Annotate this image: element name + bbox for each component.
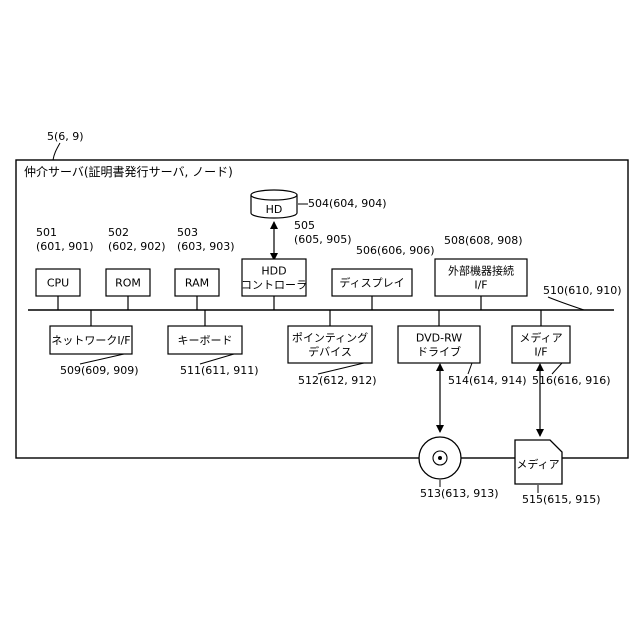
- component-netif: ネットワークI/F: [50, 326, 132, 354]
- component-ram: RAM: [175, 269, 219, 296]
- component-netif-label-0: ネットワークI/F: [51, 334, 130, 347]
- component-ram-ref-0: 503: [177, 226, 198, 239]
- component-hdd: HDDコントローラ: [241, 259, 307, 296]
- media-card-icon: メディア: [515, 440, 562, 484]
- component-rom-label-0: ROM: [115, 277, 141, 290]
- component-pointing-ref-leader: [318, 363, 364, 374]
- hd-label: HD: [266, 203, 283, 216]
- component-media-if-label-0: メディア: [519, 331, 562, 345]
- component-media-if: メディアI/F: [512, 326, 570, 363]
- component-pointing-label-1: デバイス: [308, 345, 352, 359]
- component-keyboard-label-0: キーボード: [178, 334, 233, 347]
- component-keyboard: キーボード: [168, 326, 242, 354]
- component-rom-ref-0: 502: [108, 226, 129, 239]
- component-keyboard-ref-leader: [200, 354, 234, 364]
- enclosure-title: 仲介サーバ(証明書発行サーバ, ノード): [24, 165, 233, 179]
- component-netif-ref-leader: [80, 354, 124, 364]
- component-hdd-ref-0: 505: [294, 219, 315, 232]
- bus-ref-leader: [548, 297, 584, 310]
- component-cpu-ref-0: 501: [36, 226, 57, 239]
- disc-icon: [419, 437, 461, 479]
- component-extif-ref-0: 508(608, 908): [444, 234, 523, 247]
- component-display-label-0: ディスプレイ: [339, 276, 404, 290]
- upper-components: CPU501(601, 901)ROM502(602, 902)RAM503(6…: [36, 219, 527, 310]
- component-media-if-ref: 516(616, 916): [532, 374, 611, 387]
- component-ram-label-0: RAM: [185, 277, 209, 290]
- lower-components: ネットワークI/F 509(609, 909) キーボード 511(611, 911)…: [50, 310, 611, 387]
- bus-ref-label: 510(610, 910): [543, 284, 622, 297]
- component-hdd-label-0: HDD: [261, 265, 286, 278]
- disc-ref-label: 513(613, 913): [420, 487, 499, 500]
- component-rom-ref-1: (602, 902): [108, 240, 166, 253]
- component-rom: ROM: [106, 269, 150, 296]
- component-hdd-ref-1: (605, 905): [294, 233, 352, 246]
- component-pointing: ポインティングデバイス: [288, 326, 372, 363]
- component-extif-label-0: 外部機器接続: [448, 264, 514, 278]
- component-dvd-ref-leader: [468, 363, 472, 374]
- component-pointing-ref: 512(612, 912): [298, 374, 377, 387]
- component-display-ref-0: 506(606, 906): [356, 244, 435, 257]
- figure-ref-label: 5(6, 9): [47, 130, 84, 143]
- component-cpu-label-0: CPU: [47, 277, 69, 290]
- component-ram-ref-1: (603, 903): [177, 240, 235, 253]
- component-extif: 外部機器接続I/F: [435, 259, 527, 296]
- figure-ref-leader: [53, 143, 60, 160]
- component-display: ディスプレイ: [332, 269, 412, 296]
- component-media-if-ref-leader: [552, 363, 562, 374]
- component-cpu: CPU: [36, 269, 80, 296]
- component-dvd: DVD-RWドライブ: [398, 326, 480, 363]
- component-hdd-label-1: コントローラ: [241, 279, 307, 292]
- component-media-if-label-1: I/F: [534, 346, 547, 359]
- component-keyboard-ref: 511(611, 911): [180, 364, 259, 377]
- media-card-label: メディア: [516, 457, 559, 471]
- component-netif-ref: 509(609, 909): [60, 364, 139, 377]
- component-dvd-label-0: DVD-RW: [416, 332, 462, 345]
- component-dvd-ref: 514(614, 914): [448, 374, 527, 387]
- component-dvd-label-1: ドライブ: [417, 345, 461, 359]
- media-ref-label: 515(615, 915): [522, 493, 601, 506]
- hd-ref-label: 504(604, 904): [308, 197, 387, 210]
- component-cpu-ref-1: (601, 901): [36, 240, 94, 253]
- hd-cylinder: HD: [251, 190, 297, 218]
- component-extif-label-1: I/F: [474, 279, 487, 292]
- component-pointing-label-0: ポインティング: [292, 331, 368, 345]
